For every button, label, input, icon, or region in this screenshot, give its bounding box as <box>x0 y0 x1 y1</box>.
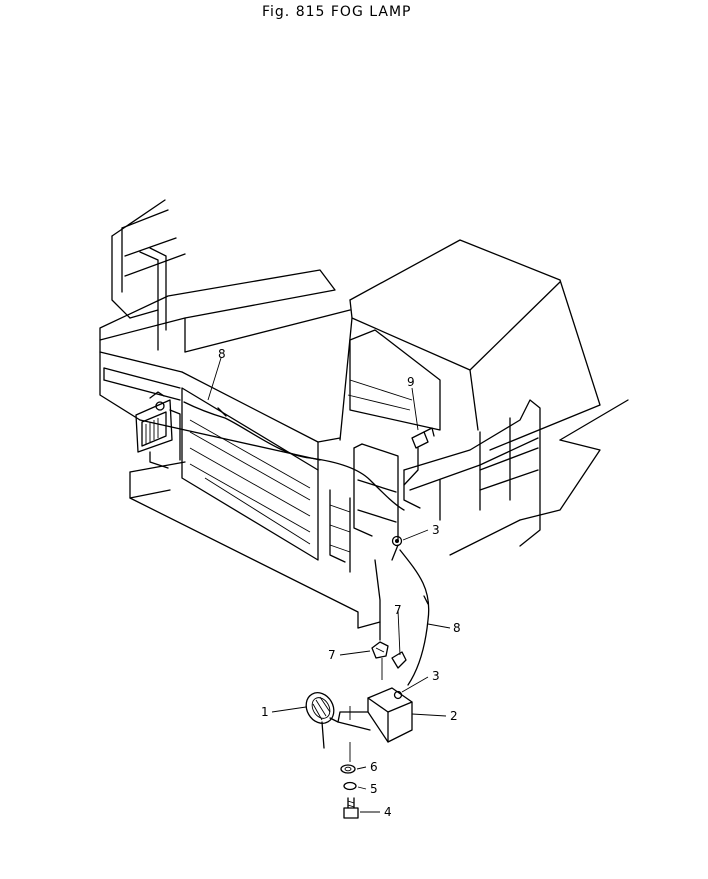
harness-connector-lower <box>423 595 429 605</box>
lamp-bracket-2 <box>337 687 413 743</box>
fog-lamp-1 <box>305 692 339 749</box>
connector-7b <box>391 651 407 669</box>
nut-3-on-frame <box>391 535 403 547</box>
wire-harness-upper <box>183 401 405 511</box>
callout-5: 5 <box>370 782 378 796</box>
callout-8-upper: 8 <box>218 347 226 361</box>
bolt-4 <box>343 797 359 819</box>
harness-connector-upper <box>217 407 227 417</box>
washer-6 <box>340 764 356 774</box>
callout-9: 9 <box>407 375 415 389</box>
callout-7-right: 7 <box>394 603 402 617</box>
wire-harness-lower <box>399 549 430 686</box>
machine-body <box>99 239 629 629</box>
cab-lamp-9 <box>403 427 435 486</box>
callout-6: 6 <box>370 760 378 774</box>
callout-2: 2 <box>450 709 458 723</box>
leader-lines <box>207 357 451 813</box>
lock-washer-5 <box>343 781 357 791</box>
callout-1: 1 <box>261 705 269 719</box>
callout-3-lower: 3 <box>432 669 440 683</box>
callout-8-lower: 8 <box>453 621 461 635</box>
callout-3-upper: 3 <box>432 523 440 537</box>
callout-7-left: 7 <box>328 648 336 662</box>
mounted-fog-lamp <box>135 391 181 469</box>
figure-title: Fig. 815 FOG LAMP <box>262 4 411 20</box>
callout-4: 4 <box>384 805 392 819</box>
mount-bolt-line <box>374 559 381 641</box>
connector-7a <box>371 641 389 659</box>
handrails <box>111 199 541 573</box>
